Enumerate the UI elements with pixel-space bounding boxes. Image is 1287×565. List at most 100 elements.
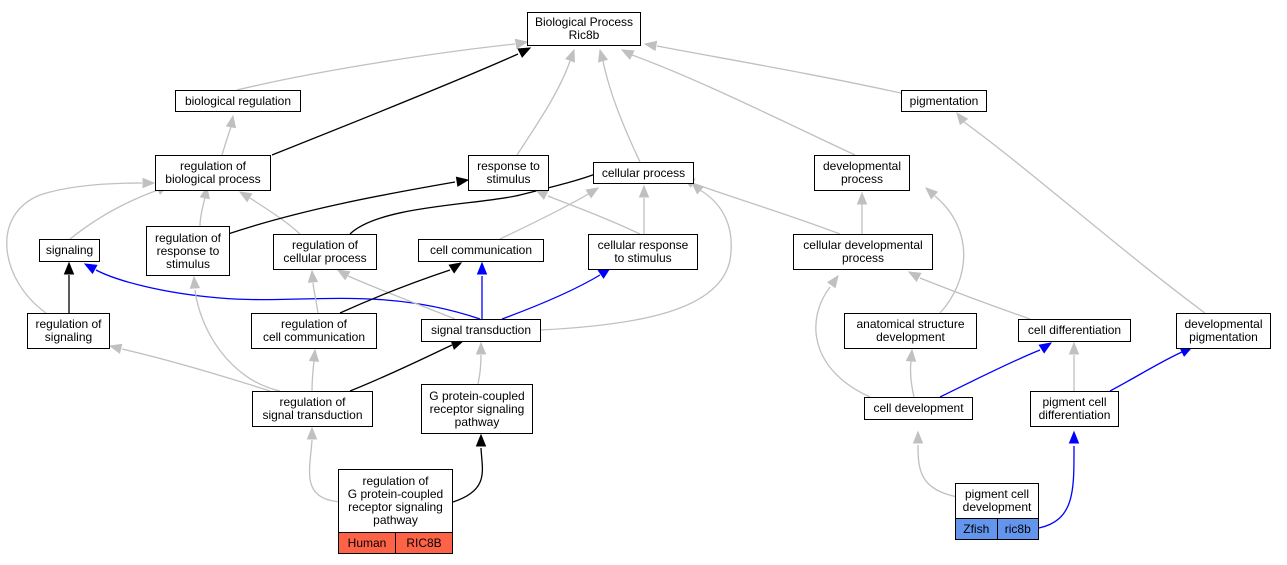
- edge-regsigtrans-regcomm-arrowhead: [308, 348, 320, 362]
- node-regulation-of-cellular-process[interactable]: regulation of cellular process: [273, 234, 377, 270]
- species-tag-human: Human: [339, 533, 395, 553]
- node-cellular-response-to-stimulus[interactable]: cellular response to stimulus: [588, 234, 698, 270]
- edge-resp-root-arrowhead: [565, 48, 575, 63]
- node-developmental-process[interactable]: developmental process: [814, 155, 910, 191]
- edge-regresp-resp-arrowhead: [455, 176, 470, 187]
- edge-celldiff-celldevproc: [919, 277, 1031, 320]
- edge-regbio-root-arrowhead: [517, 47, 532, 58]
- edge-sigtrans-regcell-arrowhead: [336, 269, 351, 281]
- edge-reggpcr-gpcr-arrowhead: [475, 433, 487, 447]
- edge-gpcr-sigtrans: [477, 354, 482, 385]
- edge-signaling-regbio: [69, 189, 159, 240]
- edge-cellcomm-cellproc: [499, 192, 591, 240]
- edge-bioreg-root-arrowhead: [514, 38, 529, 50]
- node-pigmentation[interactable]: pigmentation: [901, 90, 987, 112]
- edge-devpig-pigmentation: [963, 121, 1206, 314]
- edge-anat-devproc-arrowhead: [925, 187, 939, 200]
- node-anatomical-structure-development[interactable]: anatomical structure development: [844, 313, 977, 349]
- edge-pigdiff-celldiff-arrowhead: [1068, 341, 1080, 355]
- edge-cellproc-root: [602, 60, 641, 163]
- edge-celldev-celldevproc: [815, 286, 871, 398]
- node-regulation-of-biological-process[interactable]: regulation of biological process: [155, 155, 271, 191]
- node-regulation-of-response-to-stimulus[interactable]: regulation of response to stimulus: [146, 226, 230, 276]
- node-biological-process-root[interactable]: Biological Process Ric8b: [527, 12, 641, 46]
- edge-regsigtrans-regsig-arrowhead: [108, 343, 123, 354]
- edge-celldevproc-devproc-arrowhead: [856, 191, 868, 205]
- edge-reggpcr-regsigtrans-arrowhead: [306, 426, 318, 440]
- edge-sigtrans-signaling: [95, 269, 481, 320]
- edge-cellproc-root-arrowhead: [597, 48, 609, 63]
- edge-regcell-cellproc: [349, 172, 599, 235]
- edge-sigtrans-cellproc: [540, 189, 732, 331]
- edge-cellcomm-cellproc-arrowhead: [585, 187, 600, 199]
- edge-pigdev-celldev: [917, 444, 959, 498]
- edge-sigtrans-regcell: [347, 275, 456, 320]
- zfish-annotation-row: Zfish ric8b: [955, 519, 1039, 540]
- edge-celldev-celldevproc-arrowhead: [826, 274, 839, 289]
- edge-cellresp-resp-arrowhead: [534, 189, 549, 200]
- edge-pigmentation-root-arrowhead: [643, 40, 658, 52]
- edge-celldev-anat-arrowhead: [905, 348, 917, 362]
- edge-gpcr-sigtrans-arrowhead: [475, 341, 487, 355]
- edge-devproc-root-arrowhead: [620, 49, 635, 60]
- node-pigment-cell-differentiation[interactable]: pigment cell differentiation: [1030, 391, 1119, 427]
- edge-pigdev-celldev-arrowhead: [912, 430, 924, 444]
- edge-regcomm-cellcomm-arrowhead: [448, 262, 463, 274]
- edge-cellresp-resp: [547, 195, 641, 235]
- edge-celldiff-celldevproc-arrowhead: [907, 271, 922, 283]
- edge-pigdev-pigdiff: [1038, 445, 1075, 529]
- node-signal-transduction[interactable]: signal transduction: [421, 319, 541, 342]
- edge-pigmentation-root: [656, 45, 906, 95]
- edge-sigtrans-cellcomm-arrowhead: [476, 261, 488, 275]
- node-cellular-process[interactable]: cellular process: [593, 162, 694, 184]
- edge-regsig-regbio: [6, 182, 143, 314]
- edge-anat-devproc: [934, 195, 965, 314]
- node-cellular-developmental-process[interactable]: cellular developmental process: [793, 234, 933, 270]
- edge-sigtrans-cellproc-arrowhead: [691, 182, 705, 195]
- node-pigment-cell-development[interactable]: pigment cell development: [955, 483, 1039, 519]
- node-cell-differentiation[interactable]: cell differentiation: [1018, 319, 1131, 342]
- edge-regsig-signaling-arrowhead: [63, 261, 75, 275]
- edge-regcell-regbio-arrowhead: [238, 191, 253, 203]
- node-g-protein-coupled-receptor-signaling-pathway[interactable]: G protein-coupled receptor signaling pat…: [421, 384, 533, 434]
- node-regulation-of-signaling[interactable]: regulation of signaling: [27, 313, 110, 349]
- node-cell-communication[interactable]: cell communication: [418, 239, 544, 262]
- node-developmental-pigmentation[interactable]: developmental pigmentation: [1176, 313, 1271, 349]
- edge-regsigtrans-regresp-arrowhead: [189, 275, 201, 289]
- edge-sigtrans-cellresp: [501, 274, 601, 320]
- gene-tag-ric8b-human: RIC8B: [395, 533, 452, 553]
- edge-regsig-regbio-arrowhead: [142, 177, 156, 189]
- edge-regsigtrans-regsig: [121, 348, 271, 392]
- edge-pigdev-pigdiff-arrowhead: [1068, 430, 1080, 444]
- node-regulation-of-signal-transduction[interactable]: regulation of signal transduction: [252, 391, 373, 427]
- species-tag-zfish: Zfish: [956, 519, 997, 539]
- edge-pigdiff-devpig: [1109, 351, 1183, 392]
- node-biological-regulation[interactable]: biological regulation: [175, 90, 301, 112]
- edge-regbio-bioreg-arrowhead: [225, 114, 237, 129]
- edge-sigtrans-signaling-arrowhead: [83, 263, 98, 275]
- node-response-to-stimulus[interactable]: response to stimulus: [468, 155, 549, 191]
- node-signaling[interactable]: signaling: [39, 239, 100, 262]
- gene-tag-ric8b-zfish: ric8b: [996, 519, 1038, 539]
- edge-celldevproc-cellproc: [694, 183, 841, 235]
- edge-devpig-pigmentation-arrowhead: [956, 111, 969, 126]
- node-regulation-of-gpcr-signaling-pathway[interactable]: regulation of G protein-coupled receptor…: [338, 469, 453, 533]
- node-cell-development[interactable]: cell development: [864, 397, 973, 420]
- edge-regcomm-regcell: [312, 282, 319, 314]
- edge-regbio-bioreg: [221, 126, 232, 156]
- edge-regcomm-regcell-arrowhead: [307, 269, 319, 283]
- node-regulation-of-cell-communication[interactable]: regulation of cell communication: [251, 313, 377, 349]
- edge-celldev-anat: [909, 360, 915, 398]
- edge-resp-root: [516, 60, 571, 156]
- edge-regsigtrans-regcomm: [311, 360, 315, 392]
- edge-bioreg-root: [236, 43, 516, 91]
- edge-celldev-celldiff-arrowhead: [1038, 342, 1053, 354]
- human-annotation-row: Human RIC8B: [338, 533, 453, 554]
- edge-devproc-root: [631, 54, 856, 156]
- edge-regresp-regbio: [199, 196, 206, 227]
- edge-regsigtrans-sigtrans: [349, 344, 453, 392]
- edge-reggpcr-gpcr: [452, 447, 484, 503]
- edge-cellresp-cellproc-arrowhead: [638, 184, 650, 198]
- edge-regcell-regbio: [249, 197, 301, 235]
- edge-regsigtrans-regresp: [194, 289, 281, 392]
